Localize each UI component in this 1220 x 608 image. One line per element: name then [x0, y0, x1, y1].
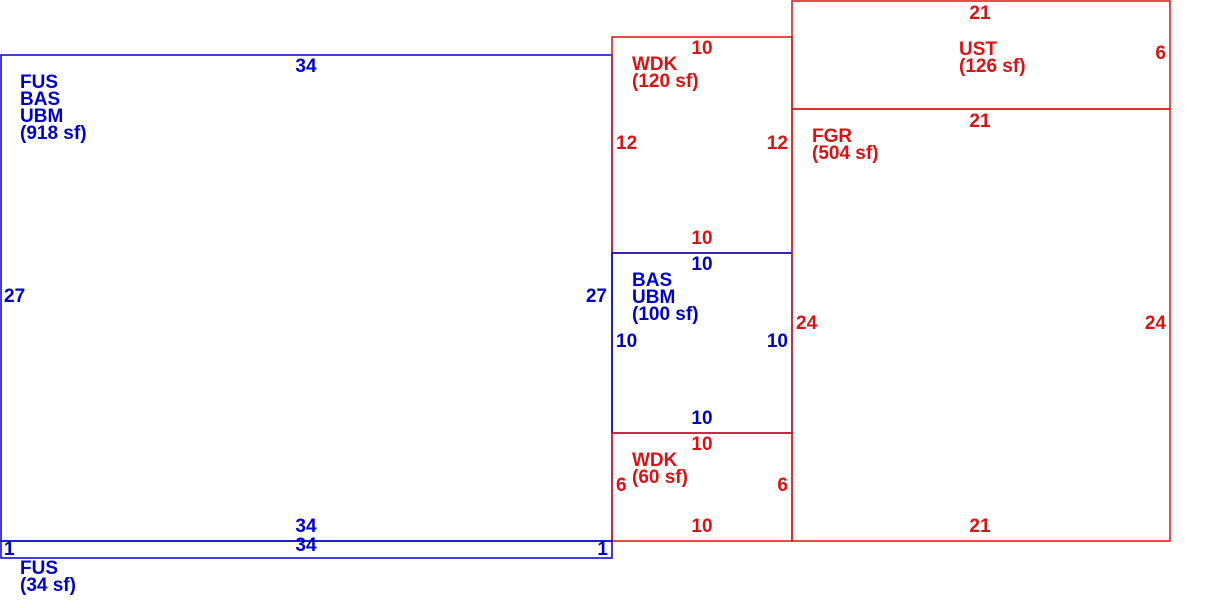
area-fus-strip-outline — [0, 540, 613, 559]
area-wdk-upper-label: WDK (120 sf) — [632, 54, 699, 92]
area-ust-label: UST (126 sf) — [959, 39, 1026, 77]
area-wdk-lower: WDK (60 sf) 10 10 6 6 — [611, 432, 793, 542]
area-main: FUS BAS UBM (918 sf) 34 34 27 27 — [0, 54, 613, 542]
area-wdk-upper-dim-bottom: 10 — [691, 228, 712, 249]
area-wdk-upper: WDK (120 sf) 10 10 12 12 — [611, 36, 793, 254]
area-fgr-dim-right: 24 — [1145, 313, 1167, 334]
area-main-outline — [0, 54, 613, 542]
area-main-dim-top: 34 — [295, 56, 317, 77]
area-bas-addition-dim-left: 10 — [616, 331, 637, 352]
area-wdk-upper-dim-right: 12 — [767, 133, 788, 154]
area-bas-addition-dim-bottom: 10 — [691, 408, 712, 429]
area-ust-dim-right: 6 — [1155, 43, 1166, 64]
area-main-dim-right: 27 — [586, 286, 607, 307]
area-main-dim-bottom: 34 — [295, 516, 317, 537]
area-wdk-lower-dim-bottom: 10 — [691, 516, 712, 537]
area-fgr-dim-left: 24 — [796, 313, 818, 334]
area-bas-addition: BAS UBM (100 sf) 10 10 10 10 — [611, 252, 793, 434]
area-fus-strip-dim-left: 1 — [4, 539, 15, 560]
area-fgr-label: FGR (504 sf) — [812, 126, 879, 164]
area-bas-addition-dim-top: 10 — [691, 254, 712, 275]
area-fus-strip-label: FUS (34 sf) — [20, 558, 76, 596]
area-ust-dim-top: 21 — [969, 3, 991, 24]
area-fgr-outline — [791, 108, 1171, 542]
area-fus-strip-dim-top: 34 — [295, 535, 317, 556]
area-fgr: FGR (504 sf) 21 21 24 24 — [791, 108, 1171, 542]
area-fgr-dim-top: 21 — [969, 111, 991, 132]
area-wdk-lower-dim-top: 10 — [691, 434, 712, 455]
area-main-dim-left: 27 — [4, 286, 25, 307]
area-wdk-lower-label: WDK (60 sf) — [632, 450, 688, 488]
area-fus-strip-dim-right: 1 — [597, 539, 608, 560]
area-fgr-dim-bottom: 21 — [969, 516, 991, 537]
area-main-label: FUS BAS UBM (918 sf) — [20, 72, 87, 144]
area-wdk-upper-dim-left: 12 — [616, 133, 637, 154]
area-bas-addition-dim-right: 10 — [767, 331, 788, 352]
area-wdk-upper-dim-top: 10 — [691, 38, 712, 59]
area-wdk-lower-dim-right: 6 — [777, 475, 788, 496]
area-bas-addition-label: BAS UBM (100 sf) — [632, 270, 699, 325]
area-wdk-lower-dim-left: 6 — [616, 475, 627, 496]
area-fus-strip: FUS (34 sf) 34 1 1 — [0, 535, 613, 596]
area-ust: UST (126 sf) 21 6 — [791, 0, 1171, 110]
